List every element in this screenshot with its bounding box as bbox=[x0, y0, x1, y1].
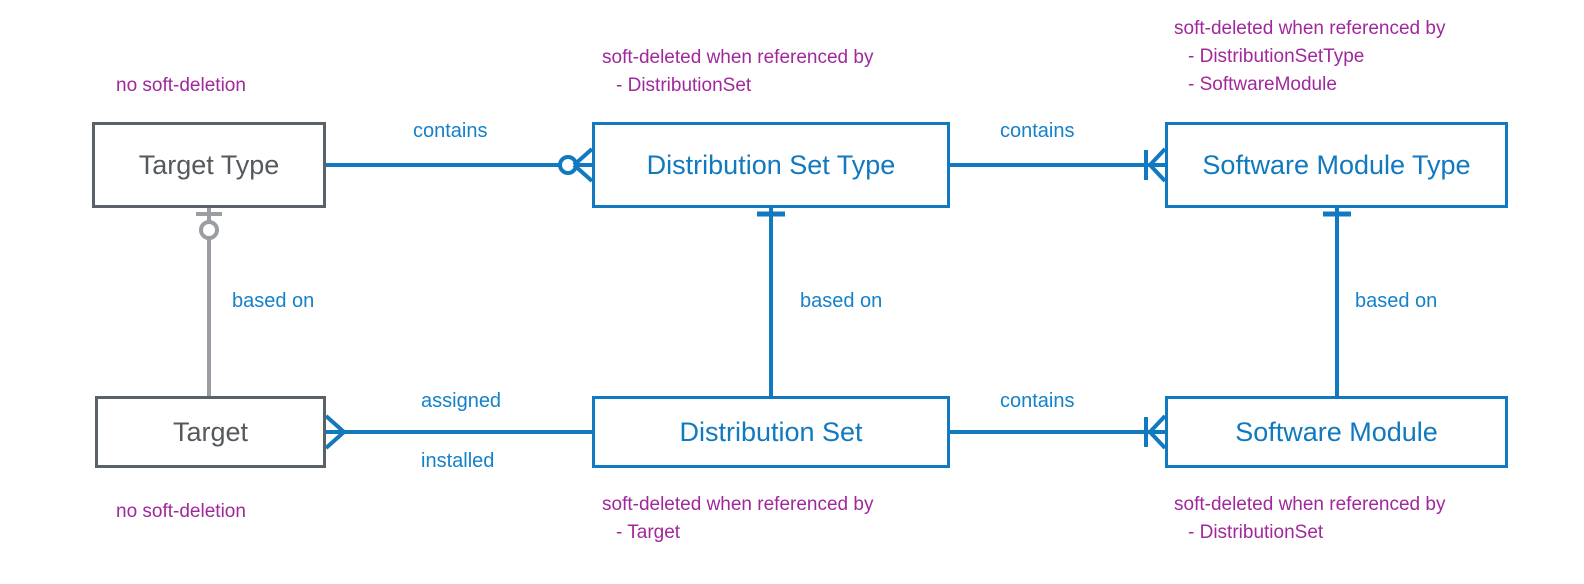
entity-target-type[interactable]: Target Type bbox=[92, 122, 326, 208]
entity-software-module-type[interactable]: Software Module Type bbox=[1165, 122, 1508, 208]
connector-target-type-to-distribution-set-type bbox=[326, 147, 594, 183]
entity-label: Distribution Set bbox=[679, 416, 863, 447]
note-software-module-type: soft-deleted when referenced by - Distri… bbox=[1174, 15, 1445, 99]
note-item: - DistributionSet bbox=[616, 75, 752, 96]
connector-distribution-set-type-to-distribution-set bbox=[757, 207, 785, 396]
note-heading: soft-deleted when referenced by bbox=[602, 47, 874, 68]
note-heading: soft-deleted when referenced by bbox=[602, 494, 874, 515]
entity-label: Distribution Set Type bbox=[646, 149, 896, 180]
relationship-label-contains-dst-smt: contains bbox=[1000, 120, 1075, 142]
note-heading: soft-deleted when referenced by bbox=[1174, 494, 1446, 515]
note-heading: soft-deleted when referenced by bbox=[1174, 18, 1446, 39]
connector-target-to-distribution-set bbox=[324, 414, 592, 450]
note-item: - DistributionSet bbox=[1188, 522, 1324, 543]
note-item: - SoftwareModule bbox=[1188, 74, 1337, 95]
relationship-label-contains-tt-dst: contains bbox=[413, 120, 488, 142]
connector-software-module-type-to-software-module bbox=[1323, 207, 1351, 396]
note-target: no soft-deletion bbox=[116, 498, 246, 526]
entity-label: Target Type bbox=[138, 149, 280, 180]
connector-distribution-set-to-software-module bbox=[950, 414, 1167, 450]
cardinality-crows-foot bbox=[572, 147, 594, 183]
relationship-label-contains-ds-sm: contains bbox=[1000, 390, 1075, 412]
entity-label: Target bbox=[172, 416, 249, 447]
entity-label: Software Module Type bbox=[1202, 149, 1471, 180]
relationship-label-based-on-smt-sm: based on bbox=[1355, 290, 1438, 312]
cardinality-one-or-many bbox=[1144, 414, 1167, 450]
cardinality-zero-circle bbox=[558, 155, 578, 175]
relationship-label-assigned: assigned bbox=[421, 390, 502, 412]
entity-label: Software Module bbox=[1235, 416, 1438, 447]
entity-distribution-set[interactable]: Distribution Set bbox=[592, 396, 950, 468]
cardinality-one-or-many bbox=[1144, 147, 1167, 183]
connector-distribution-set-type-to-software-module-type bbox=[950, 147, 1167, 183]
cardinality-crows-foot bbox=[324, 414, 346, 450]
note-target-type: no soft-deletion bbox=[116, 72, 246, 100]
entity-software-module[interactable]: Software Module bbox=[1165, 396, 1508, 468]
cardinality-zero-circle bbox=[199, 220, 219, 240]
entity-distribution-set-type[interactable]: Distribution Set Type bbox=[592, 122, 950, 208]
relationship-label-installed: installed bbox=[421, 450, 495, 472]
note-heading: no soft-deletion bbox=[116, 75, 246, 96]
note-heading: no soft-deletion bbox=[116, 501, 246, 522]
note-distribution-set-type: soft-deleted when referenced by - Distri… bbox=[602, 44, 873, 100]
note-distribution-set: soft-deleted when referenced by - Target bbox=[602, 491, 873, 547]
relationship-label-based-on-tt-t: based on bbox=[232, 290, 315, 312]
note-item: - DistributionSetType bbox=[1188, 46, 1365, 67]
entity-target[interactable]: Target bbox=[95, 396, 326, 468]
connector-target-type-to-target bbox=[196, 207, 222, 396]
note-item: - Target bbox=[616, 522, 681, 543]
note-software-module: soft-deleted when referenced by - Distri… bbox=[1174, 491, 1445, 547]
relationship-label-based-on-dst-ds: based on bbox=[800, 290, 883, 312]
